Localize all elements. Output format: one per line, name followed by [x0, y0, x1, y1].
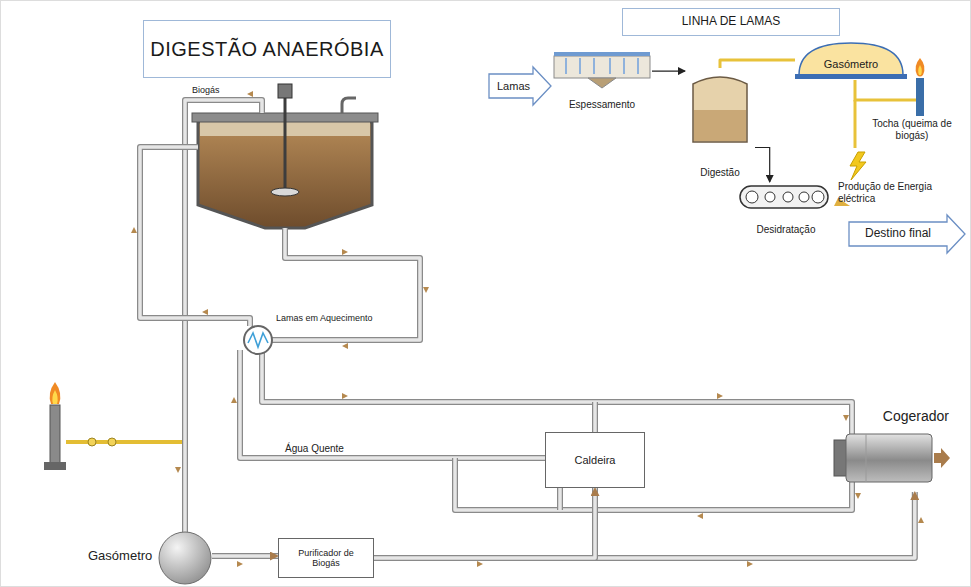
flow-mark [175, 467, 181, 473]
label-slot: Água Quente [285, 443, 375, 455]
flow-mark [477, 561, 483, 567]
pipe-outline [455, 458, 852, 510]
title-box: LINHA DE LAMAS [622, 8, 840, 36]
flow-mark [342, 343, 348, 349]
belt-press: Desidratação [738, 182, 834, 236]
pipe-core [212, 554, 278, 558]
node-text: Gasómetro [88, 549, 152, 564]
flow-mark [231, 397, 237, 403]
flow-mark [717, 393, 723, 399]
flow-mark [747, 561, 753, 567]
pipe-outline [212, 553, 278, 559]
plain-label: Biogás [192, 85, 232, 95]
gas-holder-sphere: Gasómetro [88, 525, 212, 587]
node-text: Caldeira [575, 454, 616, 467]
connector [374, 492, 915, 558]
flow-mark [342, 393, 348, 399]
plain-label: Produção de Energia eléctrica [838, 181, 960, 204]
flow-mark [237, 561, 243, 567]
boiler-box: Caldeira [545, 432, 645, 488]
flare-stack [44, 382, 183, 470]
plain-label: Água Quente [285, 443, 375, 455]
node-text: Lamas em Aquecimento [276, 313, 373, 323]
flow-mark [131, 227, 137, 233]
flow-mark [342, 249, 348, 255]
pipe-outline [240, 350, 545, 458]
pipe-core [272, 228, 420, 340]
pipe-core [140, 147, 250, 326]
flow-mark [247, 91, 253, 97]
cogenerator: Cogerador [826, 408, 951, 492]
pipe-outline [592, 402, 598, 432]
node-text: Cogerador [883, 408, 949, 424]
flow-mark [918, 517, 924, 523]
flow-mark [697, 513, 703, 519]
pipe-outline [374, 492, 915, 558]
pipe-core [374, 488, 595, 558]
output-arrow: Destino final [848, 214, 966, 254]
digester: Digestão [685, 68, 755, 180]
connector [212, 556, 278, 557]
heat-exchanger-zigzag [248, 333, 268, 347]
heat-exchanger: Lamas em Aquecimento [244, 312, 414, 354]
heat-exchanger-symbol [244, 326, 272, 354]
flow-line [755, 148, 770, 183]
node-text: Gasómetro [824, 58, 878, 71]
flow-mark [843, 415, 849, 421]
connector [374, 488, 595, 558]
pipe-core [455, 458, 852, 510]
node-text: Destino final [865, 227, 931, 241]
connector [720, 60, 795, 68]
gas-holder-dome: Gasómetro [795, 40, 907, 80]
pipe-core [240, 350, 545, 458]
pipe-core [558, 488, 562, 510]
node-text: Desidratação [757, 224, 816, 236]
pipe-core [593, 402, 597, 432]
flow-mark [423, 287, 429, 293]
pipe-outline [557, 488, 563, 510]
node-text: Espessamento [569, 99, 635, 111]
flow-line [652, 70, 685, 71]
label-slot: Produção de Energia eléctrica [838, 181, 960, 204]
flow-mark [855, 493, 861, 499]
flow-mark [202, 309, 208, 315]
thickener: Espessamento [552, 46, 652, 112]
pipe-network [131, 91, 924, 567]
pipe-outline [272, 228, 420, 340]
digester-illustration [685, 68, 755, 180]
label-slot: Tocha (queima de biogás) [864, 118, 960, 141]
node-text: Lamas [497, 80, 530, 93]
pipe-core [262, 353, 852, 434]
title-box: DIGESTÃO ANAERÓBIA [143, 20, 391, 78]
pipe-outline [140, 147, 250, 326]
node-text: DIGESTÃO ANAERÓBIA [150, 38, 384, 61]
connector [755, 148, 770, 183]
input-arrow: Lamas [488, 66, 552, 106]
pipe-outline [374, 488, 595, 558]
node-text: Purificador de Biogás [285, 548, 367, 569]
biogas-line [720, 60, 795, 68]
pipe-core [374, 492, 915, 558]
label-slot: Biogás [192, 85, 232, 95]
node-text: LINHA DE LAMAS [682, 15, 781, 29]
connector [652, 71, 685, 72]
plain-label: Tocha (queima de biogás) [864, 118, 960, 141]
pipe-outline [262, 353, 852, 434]
digester-tank [192, 84, 378, 228]
purifier-box: Purificador de Biogás [278, 538, 374, 578]
node-text: Digestão [700, 167, 739, 179]
